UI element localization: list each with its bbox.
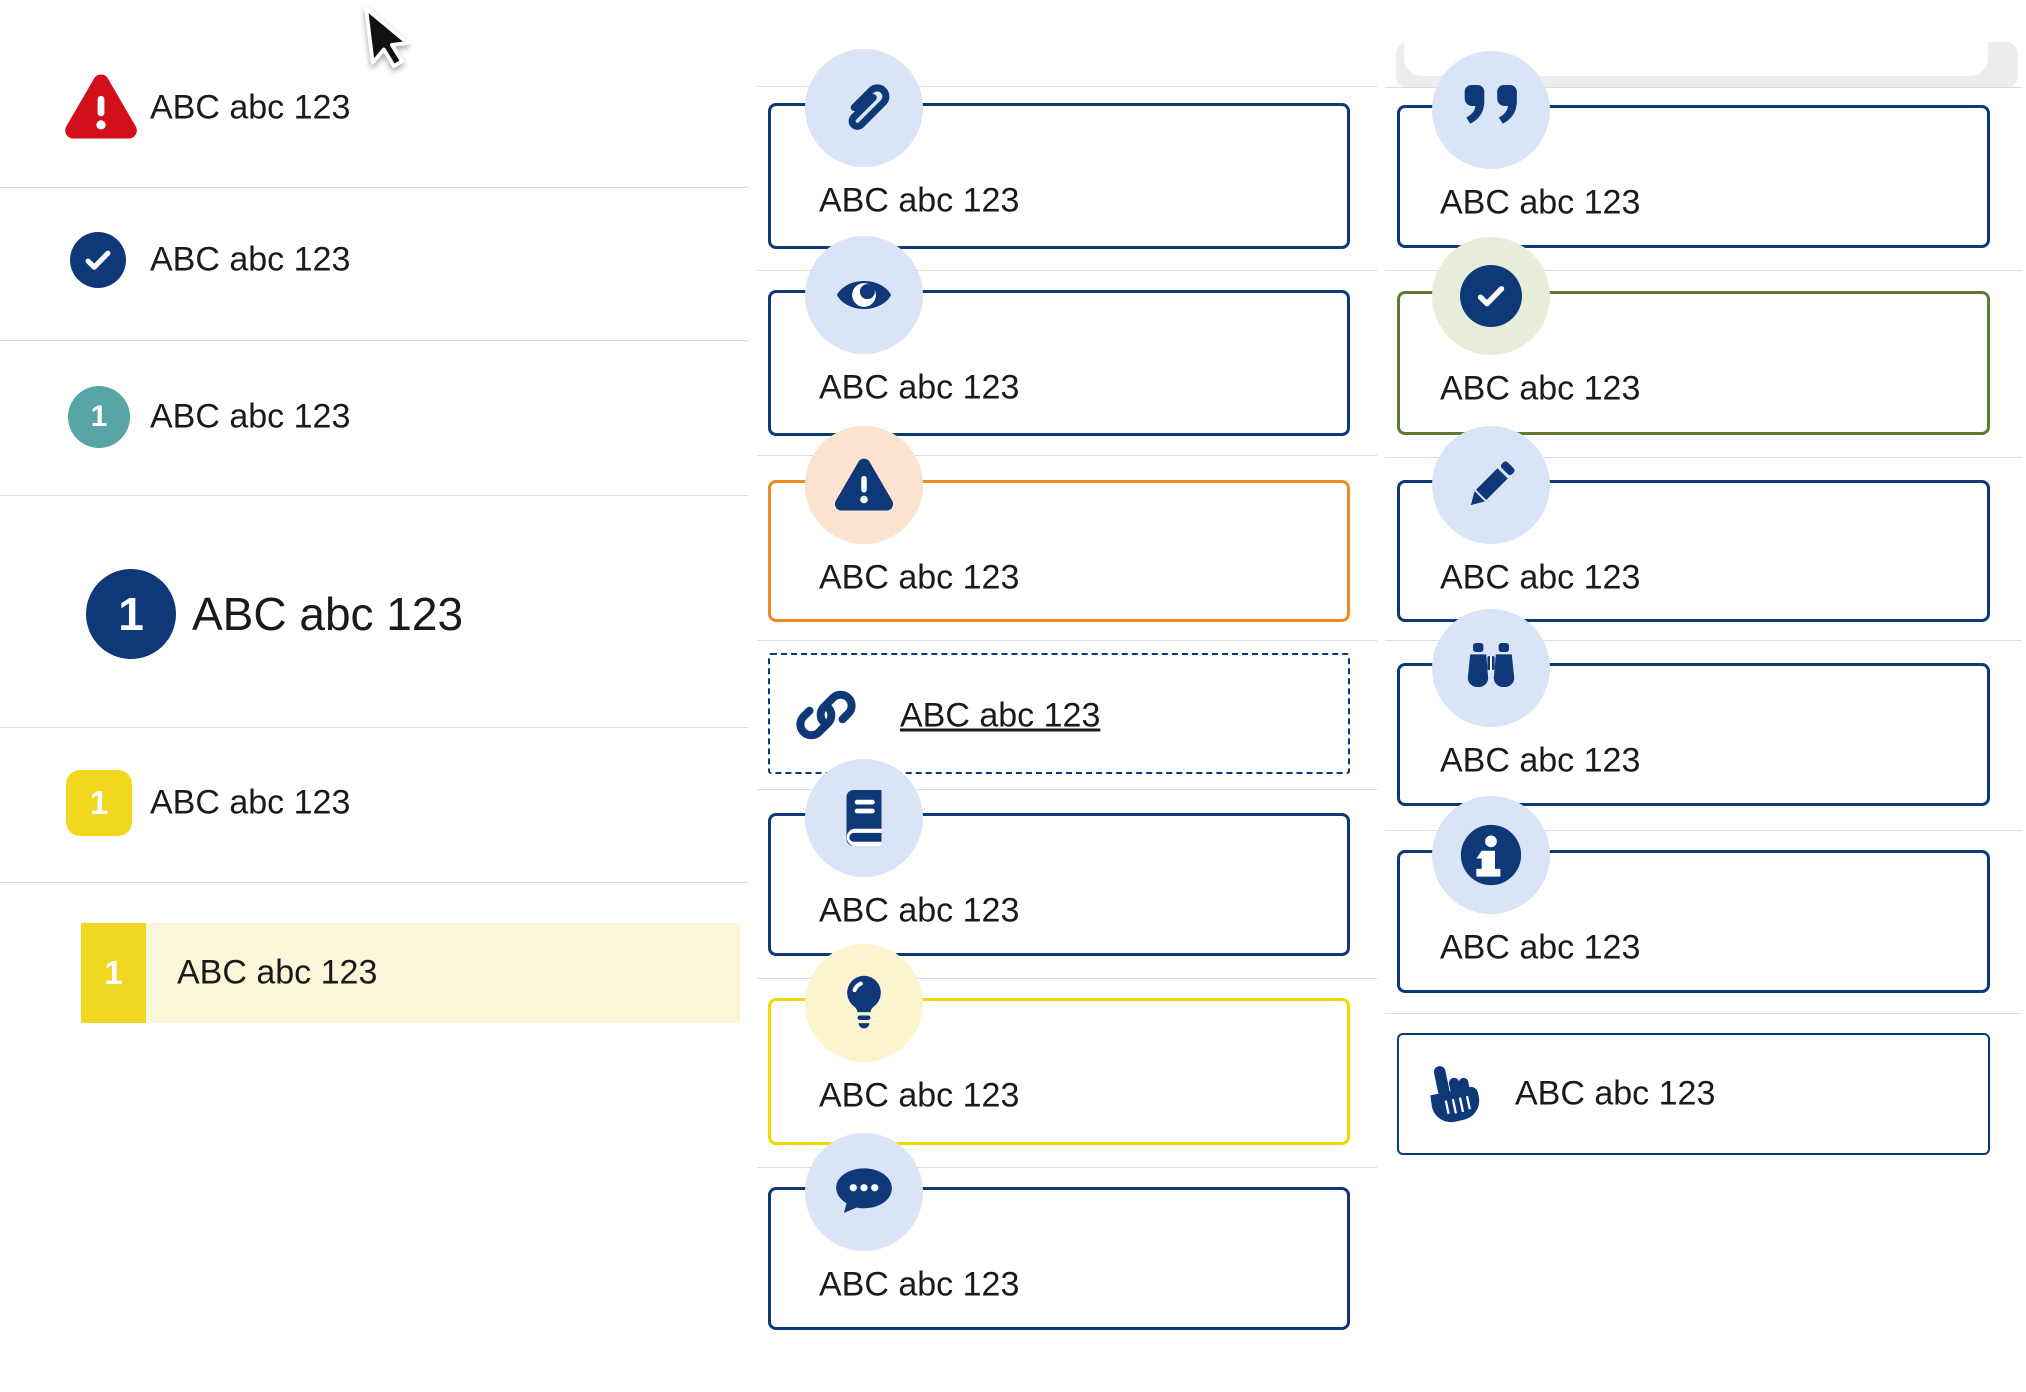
callout-label: ABC abc 123 <box>819 181 1020 220</box>
callout-label: ABC abc 123 <box>1440 183 1641 222</box>
separator <box>1385 1013 2022 1014</box>
callout-info: ABC abc 123 <box>1397 850 1990 993</box>
callout-label: ABC abc 123 <box>1440 741 1641 780</box>
callout-link-label[interactable]: ABC abc 123 <box>900 696 1101 735</box>
book-icon <box>805 759 923 877</box>
check-icon <box>1432 237 1550 355</box>
number-badge-teal: 1 <box>68 386 130 448</box>
callout-label: ABC abc 123 <box>819 1265 1020 1304</box>
list-item-label: ABC abc 123 <box>150 783 351 822</box>
separator <box>757 978 1377 979</box>
callout-label: ABC abc 123 <box>819 368 1020 407</box>
callout-label: ABC abc 123 <box>819 891 1020 930</box>
list-item-label: ABC abc 123 <box>192 588 464 640</box>
list-item-label: ABC abc 123 <box>150 88 351 127</box>
callout-label: ABC abc 123 <box>819 1076 1020 1115</box>
callout-label: ABC abc 123 <box>819 558 1020 597</box>
separator <box>757 270 1377 271</box>
divider <box>0 340 748 341</box>
list-item-label: ABC abc 123 <box>150 397 351 436</box>
callout-label: ABC abc 123 <box>1440 369 1641 408</box>
separator <box>1385 830 2022 831</box>
list-item-label: ABC abc 123 <box>150 240 351 279</box>
callout-label: ABC abc 123 <box>1440 928 1641 967</box>
warning-triangle-icon <box>65 74 137 139</box>
lightbulb-icon <box>805 944 923 1062</box>
separator <box>1385 87 2022 88</box>
binoculars-icon <box>1432 609 1550 727</box>
callout-label: ABC abc 123 <box>1515 1074 1716 1113</box>
separator <box>757 640 1377 641</box>
chat-icon <box>805 1133 923 1251</box>
number-badge-navy-large: 1 <box>86 569 176 659</box>
number-block-yellow: 1 <box>81 923 146 1023</box>
list-item-label: ABC abc 123 <box>177 953 378 992</box>
warning-icon <box>805 426 923 544</box>
callout-search: ABC abc 123 <box>1397 663 1990 806</box>
separator <box>757 789 1377 790</box>
divider <box>0 187 748 188</box>
callout-action[interactable]: ABC abc 123 <box>1397 1033 1990 1155</box>
separator <box>757 1167 1377 1168</box>
pencil-icon <box>1432 426 1550 544</box>
row-highlight <box>81 923 740 1023</box>
separator <box>1385 640 2022 641</box>
divider <box>0 495 748 496</box>
link-icon <box>796 690 856 740</box>
separator <box>757 455 1377 456</box>
mouse-cursor <box>364 6 410 69</box>
divider <box>0 882 748 883</box>
quote-icon <box>1432 51 1550 169</box>
hand-pointer-icon <box>1430 1066 1480 1123</box>
separator <box>757 86 1377 87</box>
separator <box>1385 270 2022 271</box>
separator <box>1385 457 2022 458</box>
callout-label: ABC abc 123 <box>1440 558 1641 597</box>
callout-link[interactable]: ABC abc 123 <box>768 653 1350 774</box>
info-icon <box>1432 796 1550 914</box>
eye-icon <box>805 236 923 354</box>
divider <box>0 727 748 728</box>
check-circle-icon <box>70 232 126 288</box>
number-badge-yellow: 1 <box>66 770 132 836</box>
paperclip-icon <box>805 49 923 167</box>
